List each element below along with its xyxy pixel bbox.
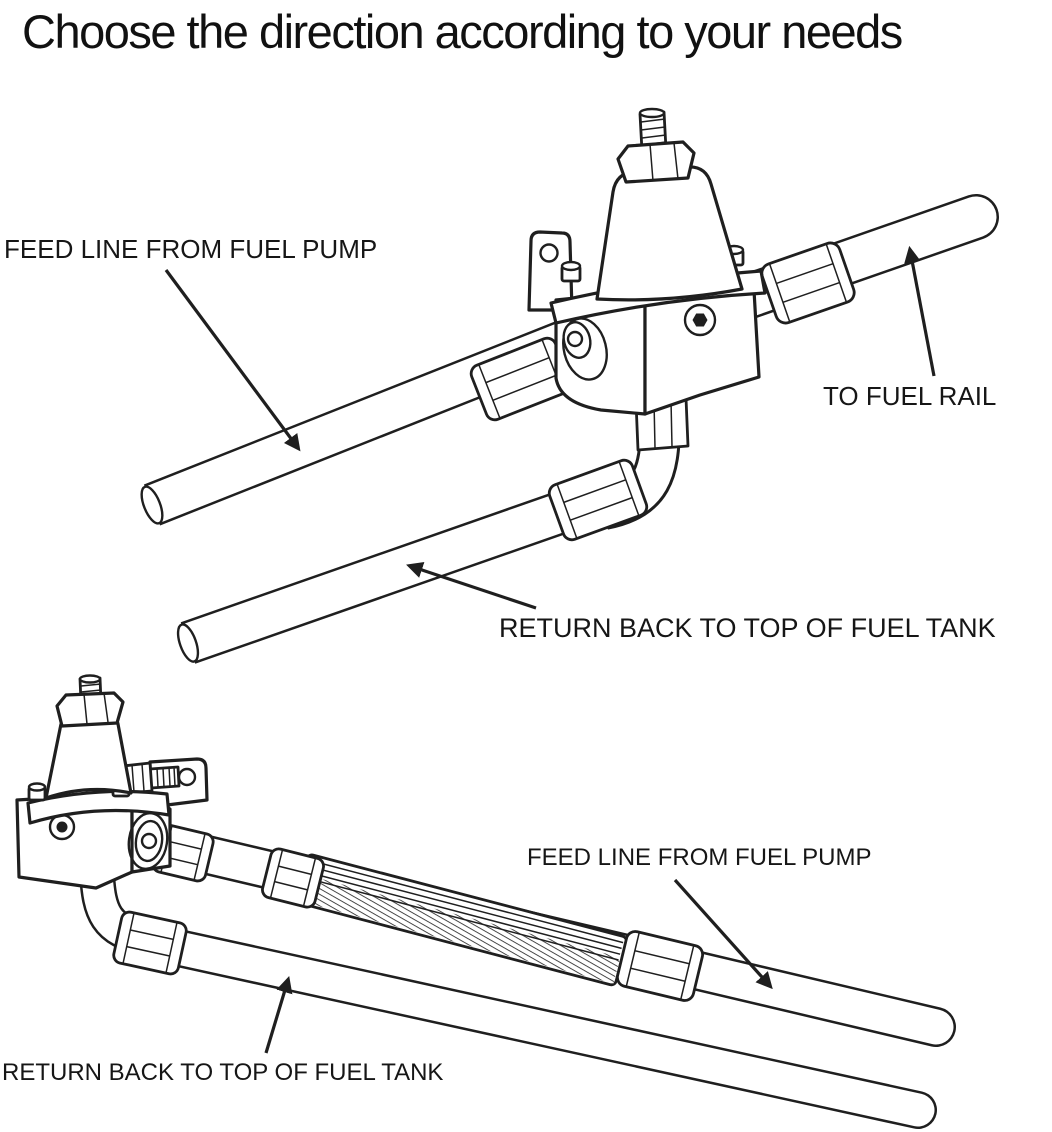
top-outlet-fitting-nut: [760, 241, 856, 325]
label-bottom-return-line: RETURN BACK TO TOP OF FUEL TANK: [2, 1059, 444, 1086]
arrow-top-feed-line: [164, 269, 301, 452]
bottom-diagram: [15, 674, 956, 1129]
arrow-bottom-return-line: [264, 976, 293, 1054]
regulator-dome: [595, 165, 744, 302]
arrow-top-return-line: [406, 562, 537, 610]
top-diagram: [140, 107, 999, 664]
outlet-port: [127, 811, 169, 871]
label-top-return-line: RETURN BACK TO TOP OF FUEL TANK: [499, 613, 996, 643]
regulator-flange: [26, 789, 171, 825]
bottom-return-pipe: [123, 921, 937, 1129]
bottom-return-fitting-nut: [112, 910, 188, 976]
label-bottom-feed-line: FEED LINE FROM FUEL PUMP: [527, 844, 872, 871]
bottom-hose-fitting-nut: [261, 847, 325, 909]
arrow-to-fuel-rail: [904, 245, 936, 377]
lock-nut: [616, 140, 696, 184]
page-title: Choose the direction according to your n…: [22, 5, 903, 58]
arrow-bottom-feed-line: [673, 878, 773, 990]
bottom-hose-end-fitting-nut: [615, 930, 705, 1002]
inlet-port: [562, 317, 608, 381]
top-feed-fitting-nut: [469, 336, 573, 422]
bottom-regulator: [15, 674, 209, 890]
flange-bolt: [560, 260, 582, 283]
mounting-bracket: [527, 230, 574, 312]
lock-nut: [55, 691, 125, 728]
label-top-feed-line: FEED LINE FROM FUEL PUMP: [4, 234, 378, 264]
label-to-fuel-rail: TO FUEL RAIL: [823, 381, 997, 411]
top-regulator: [527, 107, 767, 416]
flange-bolt: [27, 782, 47, 802]
allen-set-screw: [683, 303, 717, 337]
top-return-pipe: [176, 473, 622, 664]
top-return-fitting-nut: [547, 458, 649, 542]
